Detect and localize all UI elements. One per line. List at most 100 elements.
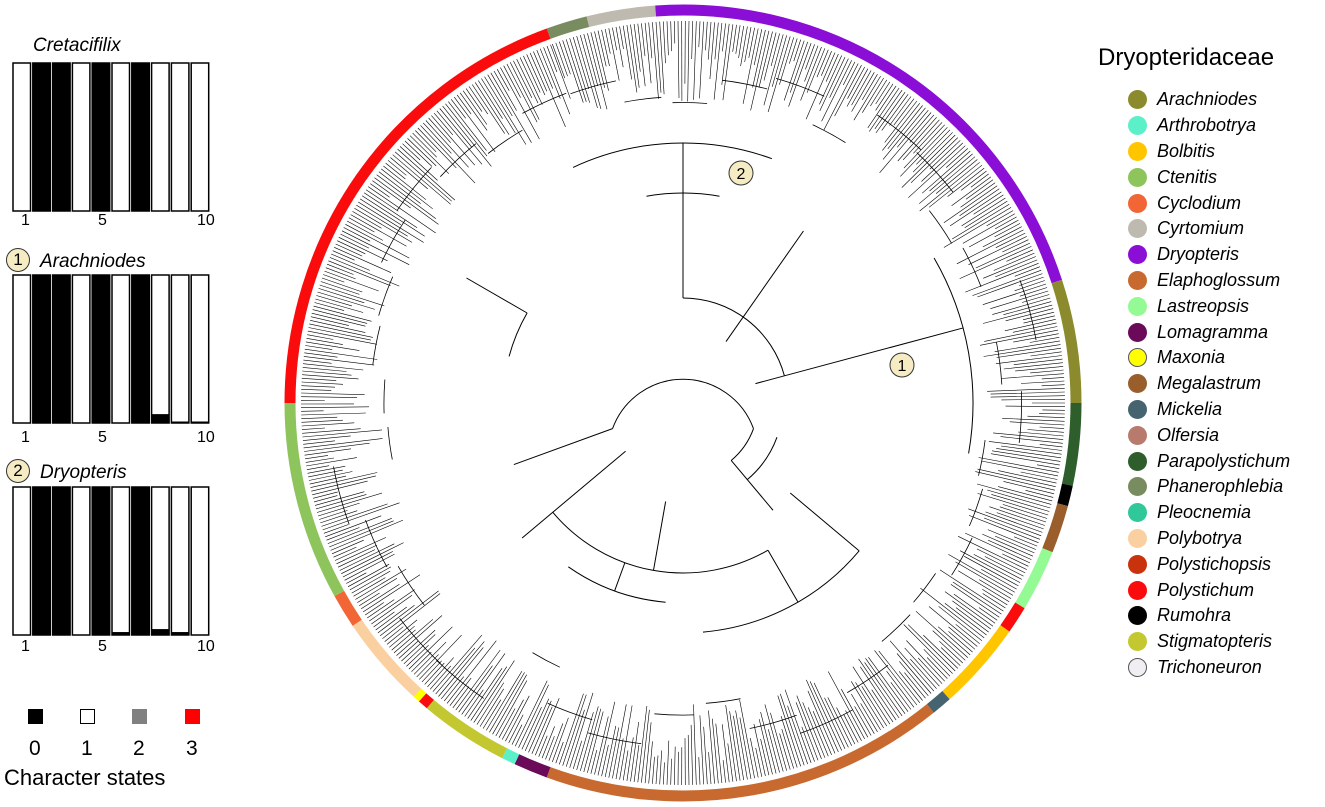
character-bar-fill (191, 421, 209, 423)
legend-item: Phanerophlebia (1128, 474, 1290, 500)
character-bar (170, 274, 190, 424)
genus-color-ring (284, 4, 1082, 802)
legend-item: Maxonia (1128, 345, 1290, 371)
legend-label: Polybotrya (1157, 527, 1243, 548)
character-bar (111, 62, 131, 212)
ring-segment (284, 402, 345, 597)
legend-label: Megalastrum (1157, 373, 1262, 394)
character-bar (71, 274, 91, 424)
ring-segment (418, 693, 434, 709)
states-key-title: Character states (4, 765, 166, 790)
legend-item: Bolbitis (1128, 139, 1290, 165)
ring-segment (284, 28, 551, 404)
character-bar-fill (32, 487, 51, 635)
node-badge-2-label: 2 (737, 166, 746, 183)
ring-segment (1062, 402, 1082, 486)
legend-swatch (1128, 606, 1147, 626)
character-bar-fill (92, 275, 110, 423)
legend-swatch (1128, 503, 1147, 523)
legend-item: Polybotrya (1128, 526, 1290, 552)
legend-label: Ctenitis (1157, 166, 1218, 187)
legend-label: Arachniodes (1157, 89, 1258, 110)
legend-item: Cyclodium (1128, 190, 1290, 216)
ring-segment (1015, 548, 1053, 609)
legend-swatch (1128, 528, 1147, 548)
character-bars (12, 274, 210, 424)
character-bar-fill (92, 63, 110, 211)
node-badge: 1 (6, 248, 30, 272)
legend-label: Olfersia (1157, 424, 1220, 445)
character-bar (12, 274, 32, 424)
legend-label: Lastreopsis (1157, 295, 1250, 316)
ring-segment (942, 625, 1010, 700)
character-bar (111, 486, 131, 636)
ring-segment (546, 16, 590, 39)
character-bar (190, 486, 210, 636)
character-bar (190, 62, 210, 212)
legend-label: Pleocnemia (1157, 502, 1252, 523)
ring-segment (352, 619, 422, 697)
legend-swatch (1128, 348, 1147, 368)
ring-segment (502, 748, 520, 765)
legend-swatch (1128, 322, 1147, 342)
legend-item: Cyrtomium (1128, 216, 1290, 242)
ring-segment (514, 754, 551, 778)
ring-segment (413, 688, 427, 702)
legend-label: Parapolystichum (1157, 450, 1291, 471)
state-label-2: 2 (133, 737, 145, 760)
legend-item: Parapolystichum (1128, 448, 1290, 474)
legend-swatch (1128, 296, 1147, 316)
ring-segment (926, 690, 950, 713)
tick-label: 10 (197, 212, 215, 229)
node-badge-1-label: 1 (898, 358, 907, 375)
legend-item: Dryopteris (1128, 242, 1290, 268)
legend-label: Cyclodium (1157, 192, 1242, 213)
legend-item: Olfersia (1128, 422, 1290, 448)
legend-label: Bolbitis (1157, 140, 1216, 161)
character-bar-fill (151, 414, 170, 423)
legend-item: Pleocnemia (1128, 500, 1290, 526)
state-swatch-2 (132, 709, 147, 724)
legend-label: Stigmatopteris (1157, 631, 1273, 652)
character-bar (71, 486, 91, 636)
state-swatch-3 (185, 709, 200, 724)
character-bar-fill (171, 632, 189, 635)
legend-title: Dryopteridaceae (1098, 44, 1275, 71)
legend-item: Stigmatopteris (1128, 629, 1290, 655)
legend-swatch (1128, 580, 1147, 600)
ring-segment (586, 5, 657, 28)
legend-swatch (1128, 90, 1147, 110)
legend-item: Elaphoglossum (1128, 268, 1290, 294)
legend-label: Polystichopsis (1157, 553, 1272, 574)
circular-phylogeny: 1 2 (284, 4, 1082, 802)
character-bar-fill (52, 487, 71, 635)
ring-segment (1057, 483, 1073, 507)
legend-swatch (1128, 219, 1147, 239)
legend-label: Lomagramma (1157, 321, 1269, 342)
ring-segment (655, 4, 1063, 284)
ring-segment (1042, 503, 1068, 553)
panel-title: Dryopteris (40, 462, 127, 483)
character-bars (12, 486, 210, 636)
character-bar (170, 62, 190, 212)
tick-label: 5 (98, 429, 107, 446)
legend-swatch (1128, 245, 1147, 265)
panel-title: Arachniodes (40, 251, 146, 272)
ring-segment (1000, 602, 1025, 632)
character-bars (12, 62, 210, 212)
character-bar-fill (32, 275, 51, 423)
node-badge-1 (889, 352, 915, 378)
state-label-1: 1 (81, 737, 93, 760)
panel-title: Cretacifilix (33, 35, 121, 56)
ring-segment (334, 590, 362, 626)
legend-swatch (1128, 657, 1147, 677)
legend-swatch (1128, 632, 1147, 652)
legend-swatch (1128, 116, 1147, 136)
legend-label: Trichoneuron (1157, 656, 1262, 677)
tick-label: 1 (21, 429, 30, 446)
character-bar (150, 486, 170, 636)
tree-tips (300, 20, 1066, 786)
tick-label: 5 (98, 638, 107, 655)
legend-item: Trichoneuron (1128, 655, 1290, 681)
legend-label: Phanerophlebia (1157, 476, 1284, 497)
